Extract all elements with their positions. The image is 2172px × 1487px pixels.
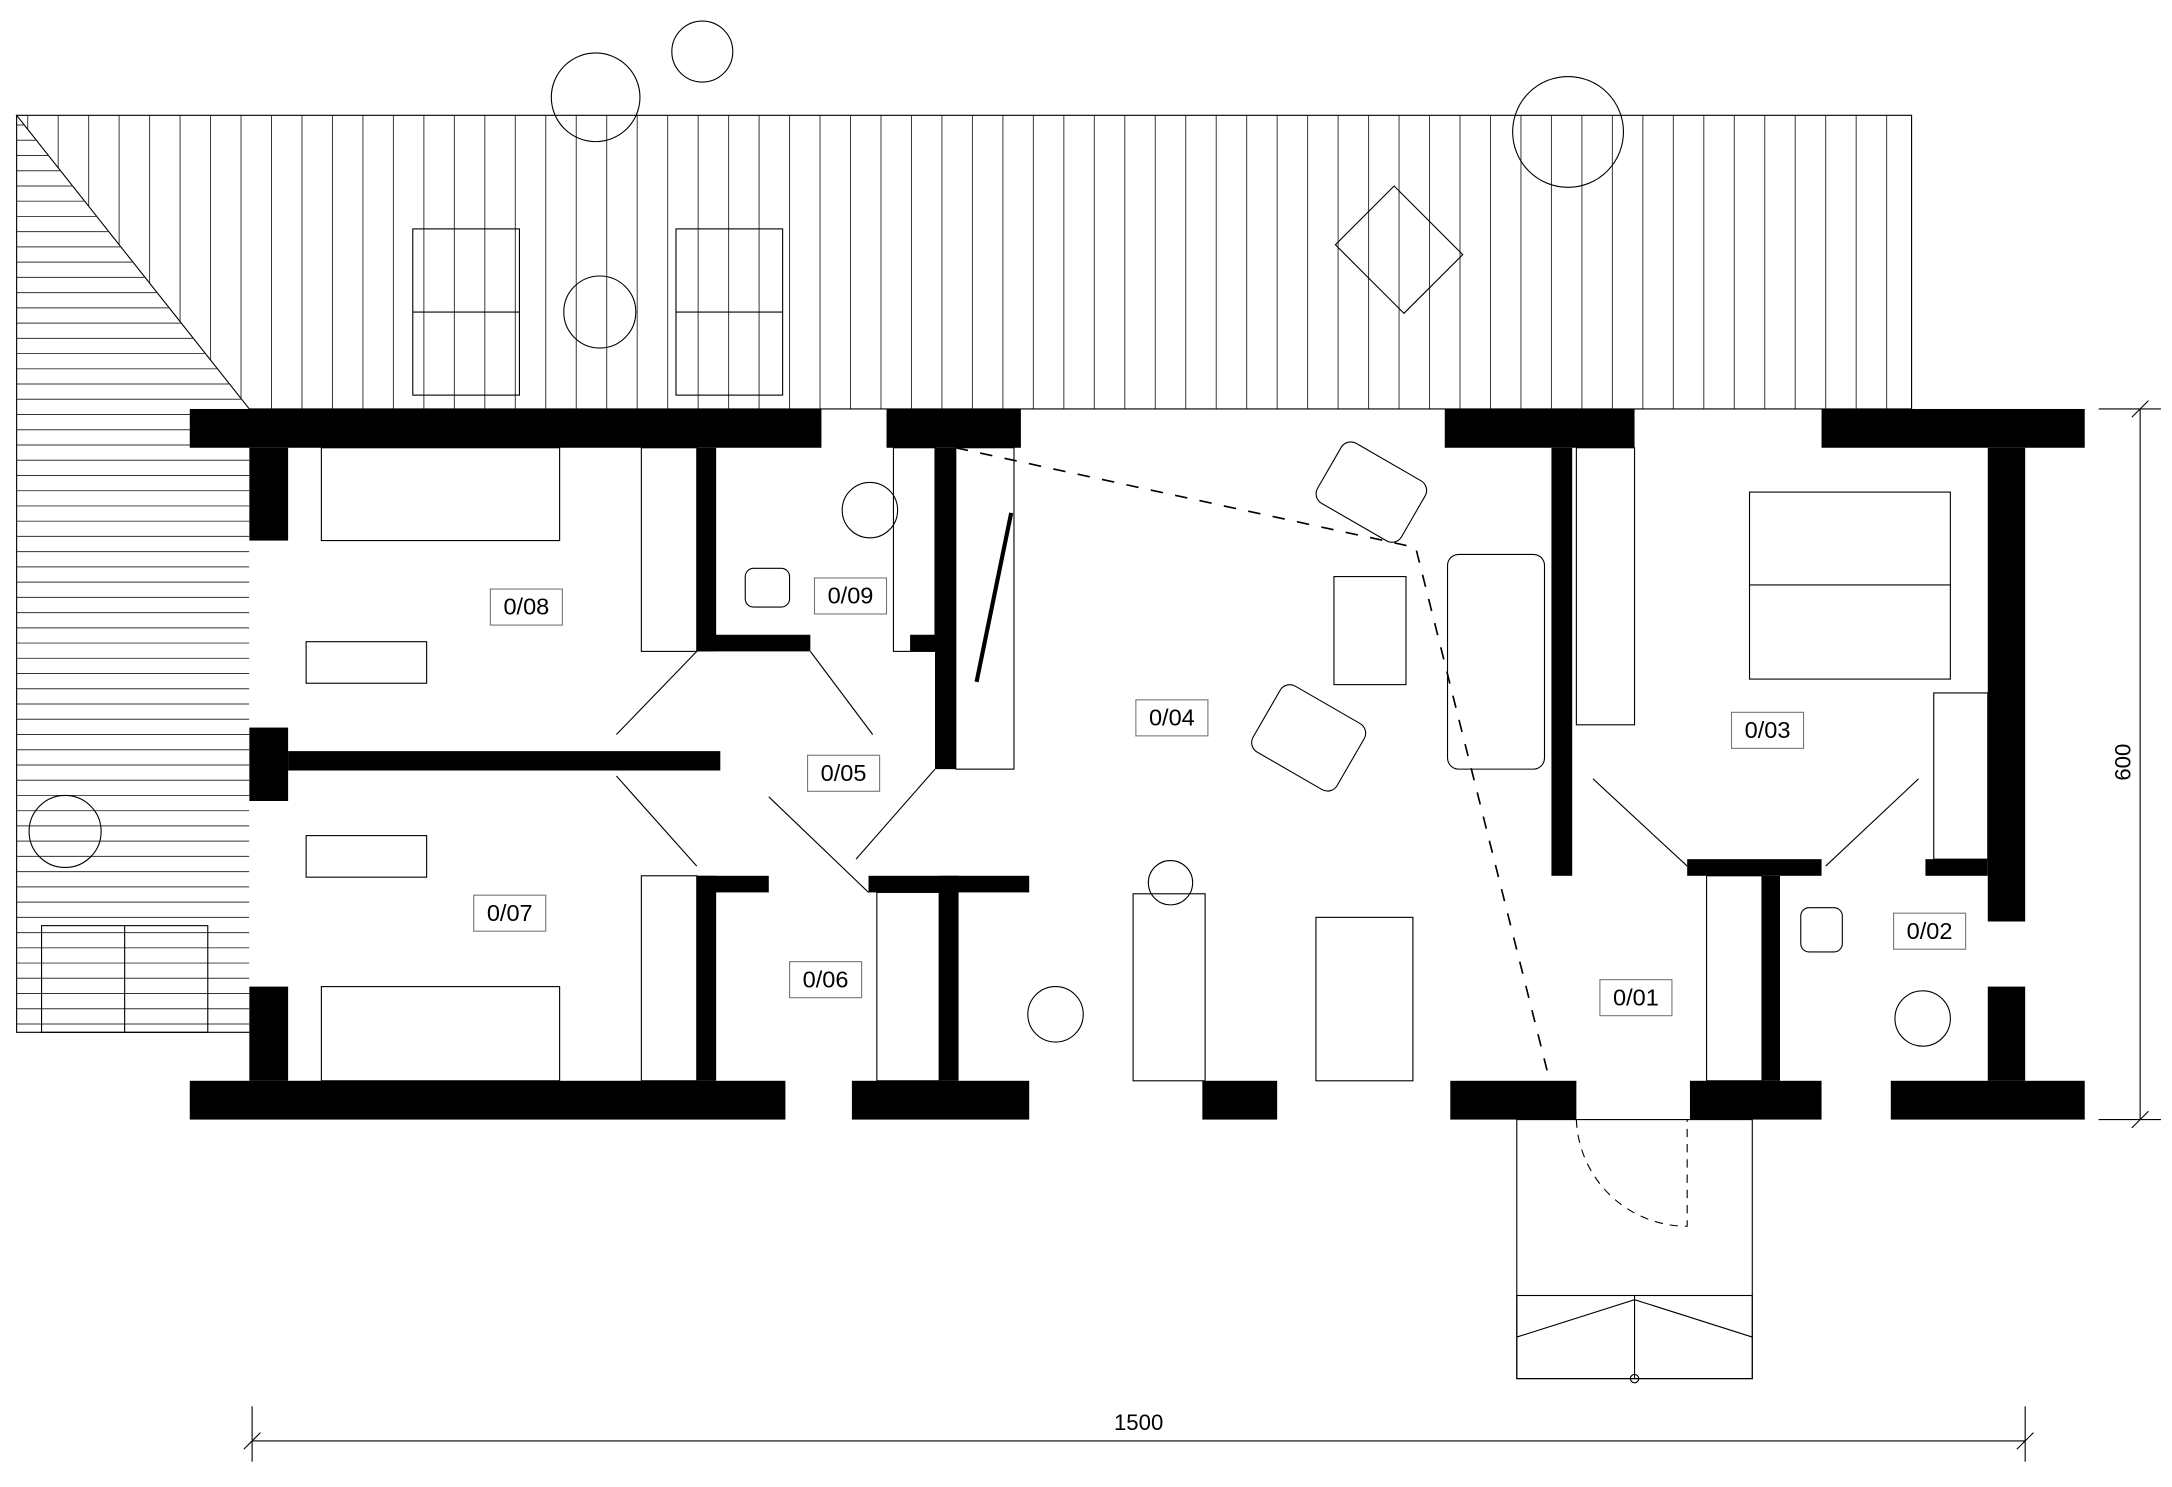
wall-segment — [696, 634, 811, 652]
dimension-width: 1500 — [243, 1406, 2034, 1462]
wall-segment — [910, 634, 936, 652]
room-label: 0/06 — [789, 961, 863, 999]
wall-segment — [935, 447, 956, 770]
room-label: 0/01 — [1599, 979, 1673, 1017]
terrace-top — [15, 114, 1913, 410]
svg-text:0/01: 0/01 — [1613, 984, 1659, 1010]
terrace-furniture — [28, 185, 1464, 1033]
dimension-depth: 600 — [2098, 400, 2161, 1129]
room-label: 0/05 — [807, 754, 881, 792]
wall-segment — [1551, 447, 1573, 876]
wall-segment — [1987, 986, 2026, 1081]
svg-text:0/09: 0/09 — [828, 583, 874, 609]
wall-segment — [696, 875, 769, 893]
terrace-left — [16, 115, 250, 1033]
wall-segment — [249, 727, 289, 801]
door-swings — [616, 446, 1919, 1227]
svg-text:600: 600 — [2110, 744, 2135, 781]
walls — [189, 408, 2085, 1120]
svg-text:0/03: 0/03 — [1745, 717, 1791, 743]
wall-segment — [696, 447, 717, 652]
wall-segment — [939, 875, 959, 1081]
wall-segment — [1689, 1080, 1822, 1120]
room-label: 0/03 — [1730, 711, 1805, 749]
svg-text:0/02: 0/02 — [1907, 918, 1953, 944]
wall-segment — [851, 1080, 1030, 1120]
wall-segment — [1925, 859, 1988, 876]
tree-icons — [550, 20, 1625, 188]
svg-text:0/04: 0/04 — [1149, 704, 1195, 730]
wall-segment — [1890, 1080, 2085, 1120]
svg-text:0/05: 0/05 — [821, 760, 867, 786]
wall-segment — [696, 875, 717, 1081]
room-label: 0/09 — [813, 577, 888, 615]
wall-segment — [1761, 875, 1780, 1081]
room-labels: 0/01 0/02 0/03 0/04 0/05 0/06 0/07 0/08 … — [473, 577, 1967, 1017]
room-label: 0/02 — [1893, 912, 1967, 950]
svg-text:0/06: 0/06 — [803, 966, 849, 992]
svg-text:1500: 1500 — [1114, 1410, 1163, 1435]
wall-segment — [1821, 408, 2085, 448]
room-label: 0/08 — [489, 588, 563, 626]
wall-segment — [189, 408, 822, 448]
room-label: 0/07 — [473, 894, 547, 932]
wall-segment — [1987, 447, 2026, 922]
wall-segment — [1450, 1080, 1577, 1120]
room-label: 0/04 — [1135, 699, 1209, 737]
wall-segment — [1202, 1080, 1278, 1120]
wall-segment — [189, 1080, 786, 1120]
wall-segment — [249, 986, 289, 1081]
wall-segment — [886, 408, 1021, 448]
wall-segment — [1444, 408, 1635, 448]
svg-text:0/07: 0/07 — [487, 900, 533, 926]
svg-text:0/08: 0/08 — [503, 594, 549, 620]
wall-segment — [249, 447, 289, 541]
wall-segment — [288, 751, 721, 771]
wall-segment — [1687, 859, 1822, 876]
entrance-porch — [1516, 1119, 1753, 1384]
